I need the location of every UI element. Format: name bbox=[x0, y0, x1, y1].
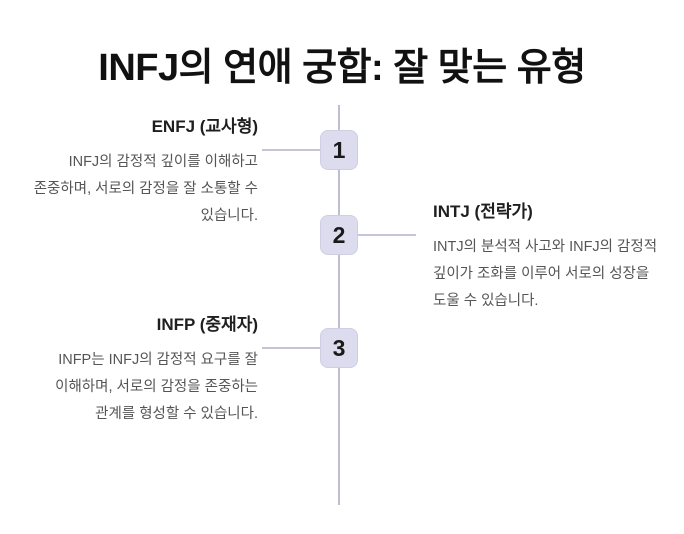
timeline-spine bbox=[338, 105, 340, 505]
timeline-item-3-heading: INFP (중재자) bbox=[156, 315, 258, 334]
timeline-item-2: INTJ (전략가) INTJ의 분석적 사고와 INFJ의 감정적 깊이가 조… bbox=[433, 202, 673, 315]
timeline-badge-1[interactable]: 1 bbox=[320, 130, 358, 170]
timeline-item-3: INFP (중재자) INFP는 INFJ의 감정적 요구를 잘 이해하며, 서… bbox=[18, 315, 258, 428]
timeline-item-1-body: INFJ의 감정적 깊이를 이해하고 존중하며, 서로의 감정을 잘 소통할 수… bbox=[33, 154, 258, 225]
timeline-item-1: ENFJ (교사형) INFJ의 감정적 깊이를 이해하고 존중하며, 서로의 … bbox=[18, 117, 258, 230]
timeline: 1 ENFJ (교사형) INFJ의 감정적 깊이를 이해하고 존중하며, 서로… bbox=[0, 105, 684, 534]
page-title: INFJ의 연애 궁합: 잘 맞는 유형 bbox=[98, 47, 586, 90]
timeline-badge-3[interactable]: 3 bbox=[320, 328, 358, 368]
timeline-connector-2 bbox=[356, 234, 416, 236]
timeline-badge-2[interactable]: 2 bbox=[320, 215, 358, 255]
timeline-connector-1 bbox=[262, 149, 322, 151]
timeline-item-2-heading: INTJ (전략가) bbox=[433, 202, 533, 221]
timeline-connector-3 bbox=[262, 347, 322, 349]
timeline-item-1-heading: ENFJ (교사형) bbox=[151, 117, 258, 136]
timeline-item-2-body: INTJ의 분석적 사고와 INFJ의 감정적 깊이가 조화를 이루어 서로의 … bbox=[433, 239, 658, 310]
timeline-item-3-body: INFP는 INFJ의 감정적 요구를 잘 이해하며, 서로의 감정을 존중하는… bbox=[55, 352, 258, 423]
